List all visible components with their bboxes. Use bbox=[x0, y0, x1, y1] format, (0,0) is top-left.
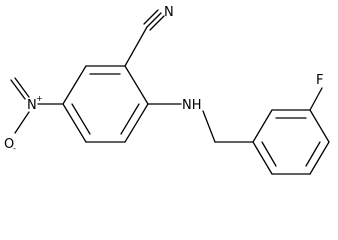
bond-ring-nitrile-c bbox=[124, 26, 148, 67]
nitro-nitrogen-charge: + bbox=[36, 94, 43, 103]
nitrile-group: N bbox=[124, 5, 174, 67]
triple-bond-2 bbox=[143, 9, 159, 25]
nitro-group: N + O - bbox=[4, 77, 64, 153]
bond-r1-r2 bbox=[252, 109, 273, 143]
chemical-structure-canvas: N N + O - NH bbox=[4, 5, 330, 175]
triple-bond-3 bbox=[149, 15, 165, 31]
ring2-double-bond-c bbox=[261, 141, 277, 167]
double-bond-inner-b bbox=[71, 103, 91, 135]
benzonitrile-ring bbox=[62, 65, 149, 143]
nitro-nitrogen-label: N bbox=[27, 98, 37, 113]
bond-nitro-n-o-up bbox=[14, 77, 30, 98]
molecule-drawing: N N + O - NH bbox=[4, 5, 330, 175]
nitro-oxygen-minus-label: O bbox=[4, 137, 14, 152]
amine-nh-label: NH bbox=[182, 98, 202, 113]
bond-r3-r4 bbox=[309, 109, 330, 143]
nitro-oxygen-charge: - bbox=[13, 144, 16, 153]
bond-r6-r1 bbox=[252, 141, 273, 175]
bond-c4-c5 bbox=[62, 103, 87, 143]
bond-c1-c2 bbox=[124, 65, 149, 105]
bond-c3-c4 bbox=[62, 65, 87, 105]
fluorophenyl-ring bbox=[252, 109, 330, 175]
bond-nh-ch2 bbox=[202, 110, 216, 143]
amine-linker: NH bbox=[147, 98, 254, 143]
fluoro-substituent: F bbox=[309, 73, 323, 111]
nitrile-nitrogen-label: N bbox=[164, 5, 174, 20]
bond-nitro-n-o-up-double bbox=[10, 79, 26, 100]
bond-ring-f bbox=[309, 87, 323, 111]
fluorine-label: F bbox=[316, 73, 323, 88]
double-bond-inner-c bbox=[120, 103, 140, 135]
bond-r4-r5 bbox=[309, 141, 330, 175]
triple-bond-1 bbox=[146, 12, 162, 28]
bond-c6-c1 bbox=[124, 103, 149, 143]
ring2-double-bond-b bbox=[305, 141, 321, 167]
bond-nitro-n-o-down bbox=[14, 111, 30, 134]
